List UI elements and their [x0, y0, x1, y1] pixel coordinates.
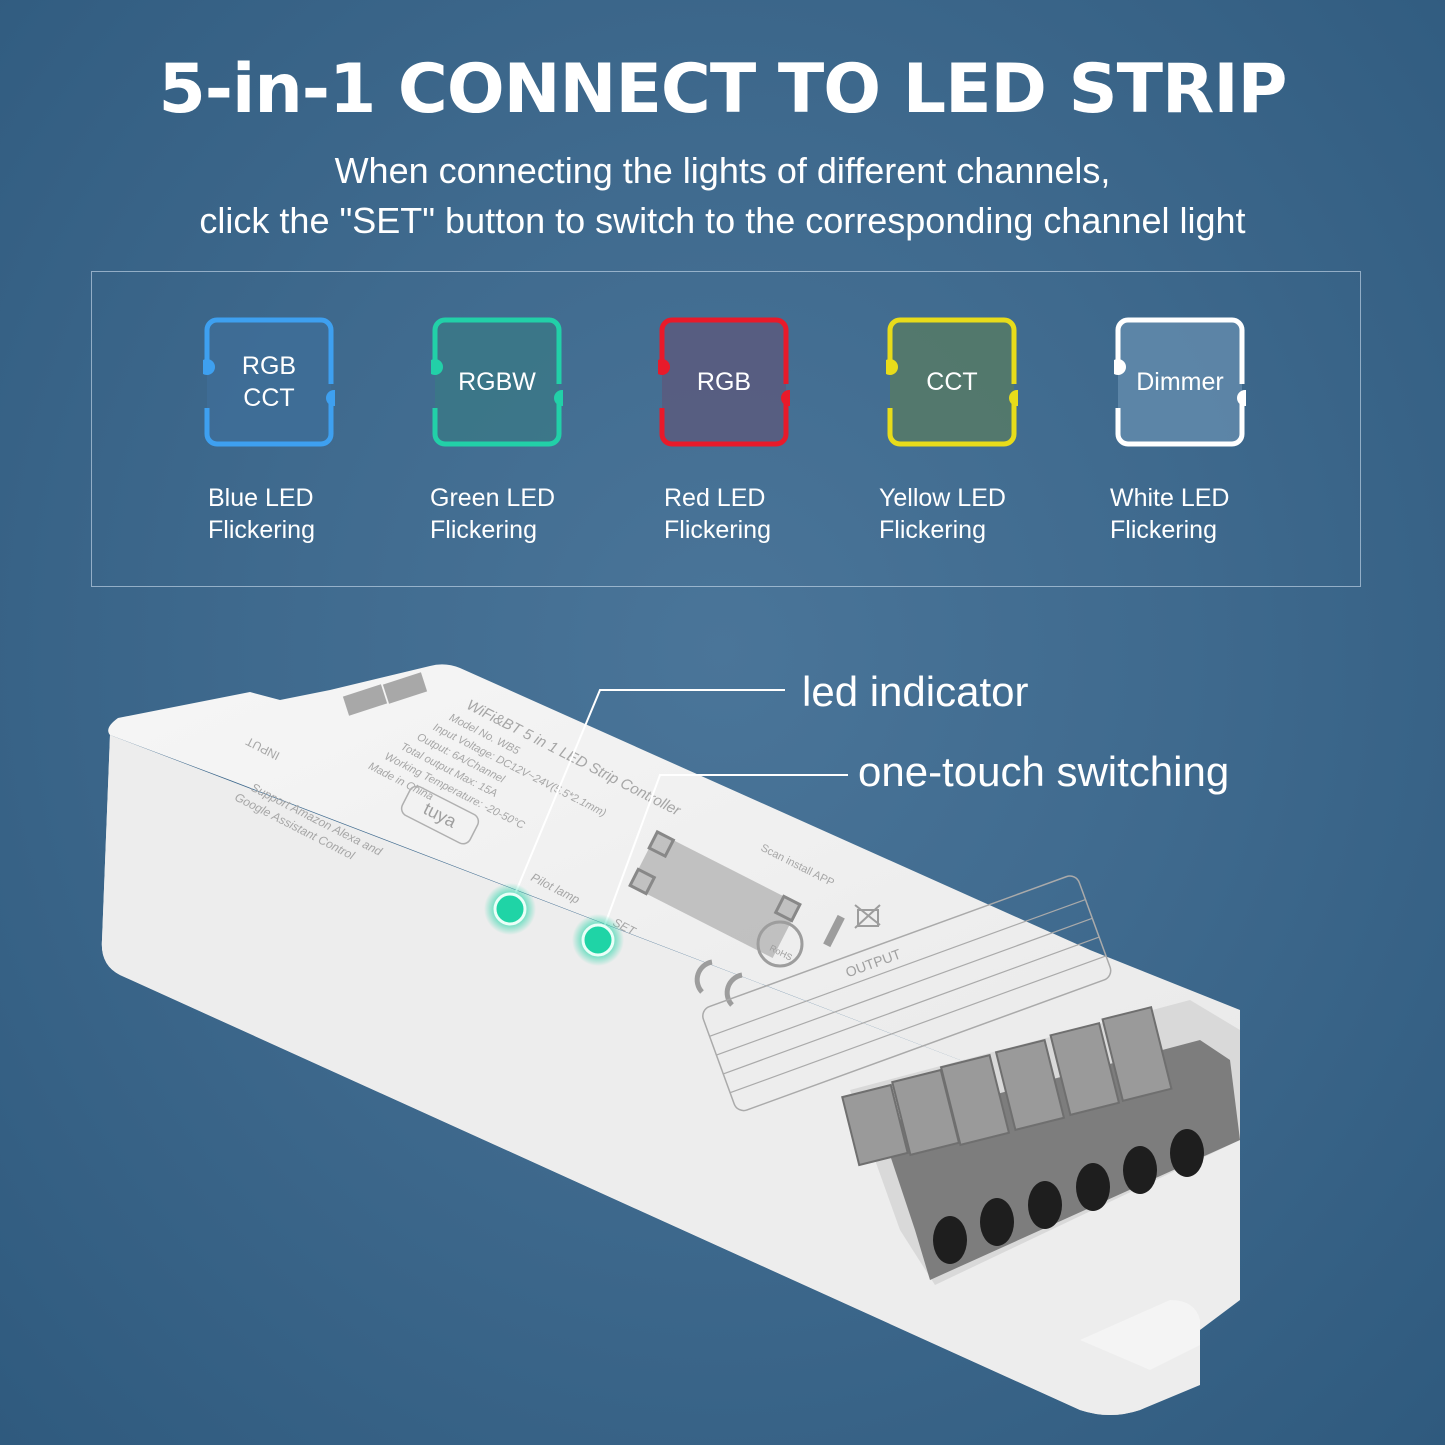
- caption-line2: Flickering: [208, 516, 315, 544]
- mode-label-line1: RGBW: [458, 368, 536, 396]
- callout-led-indicator: led indicator: [802, 668, 1029, 715]
- weee-bin-icon: [854, 904, 881, 929]
- page-title: 5-in-1 CONNECT TO LED STRIP: [158, 50, 1287, 129]
- set-button[interactable]: [572, 914, 624, 966]
- mode-label-line1: CCT: [926, 368, 978, 396]
- caption-line2: Flickering: [1110, 516, 1217, 544]
- weee-bar-icon: [823, 914, 845, 948]
- mode-dimmer: Dimmer: [1114, 316, 1246, 448]
- caption-line2: Flickering: [430, 516, 537, 544]
- terminal-levers: [841, 1005, 1173, 1167]
- subtitle-line-1: When connecting the lights of different …: [334, 150, 1111, 191]
- caption-line2: Flickering: [664, 516, 771, 544]
- mode-label-line2: CCT: [243, 384, 295, 412]
- mode-cct: CCT: [886, 316, 1018, 448]
- one-touch-leader-line: [599, 774, 848, 939]
- mode-rgbcct: RGB CCT: [203, 316, 335, 448]
- caption-line2: Flickering: [879, 516, 986, 544]
- subtitle-line-2: click the "SET" button to switch to the …: [199, 200, 1246, 241]
- caption-line1: Blue LED: [208, 484, 314, 512]
- callout-one-touch-switching: one-touch switching: [858, 748, 1230, 795]
- caption-blue: Blue LED Flickering: [208, 482, 315, 546]
- caption-line1: Yellow LED: [879, 484, 1006, 512]
- caption-line1: Red LED: [664, 484, 766, 512]
- caption-line1: Green LED: [430, 484, 556, 512]
- connector-frame-icon: [203, 317, 335, 447]
- qr-code: [628, 829, 802, 959]
- modes-frame: [91, 271, 1361, 587]
- mode-rgb: RGB: [658, 316, 790, 448]
- mode-label-line1: RGB: [696, 368, 752, 396]
- connector-frame-icon: [431, 317, 563, 447]
- caption-yellow: Yellow LED Flickering: [879, 482, 1006, 546]
- mode-label-line1: RGB: [241, 352, 297, 380]
- connector-frame-icon: [886, 317, 1018, 447]
- led-indicator-leader-line: [509, 689, 785, 907]
- connector-frame-icon: [658, 317, 790, 447]
- connector-frame-icon: [1114, 317, 1246, 447]
- ce-mark-icon: [694, 959, 743, 1007]
- mode-rgbw: RGBW: [431, 316, 563, 448]
- mode-label-line1: Dimmer: [1136, 368, 1224, 396]
- caption-white: White LED Flickering: [1110, 482, 1229, 546]
- caption-line1: White LED: [1110, 484, 1230, 512]
- caption-red: Red LED Flickering: [664, 482, 771, 546]
- caption-green: Green LED Flickering: [430, 482, 555, 546]
- led-indicator-light: [484, 883, 536, 935]
- terminal-holes: [933, 1129, 1204, 1264]
